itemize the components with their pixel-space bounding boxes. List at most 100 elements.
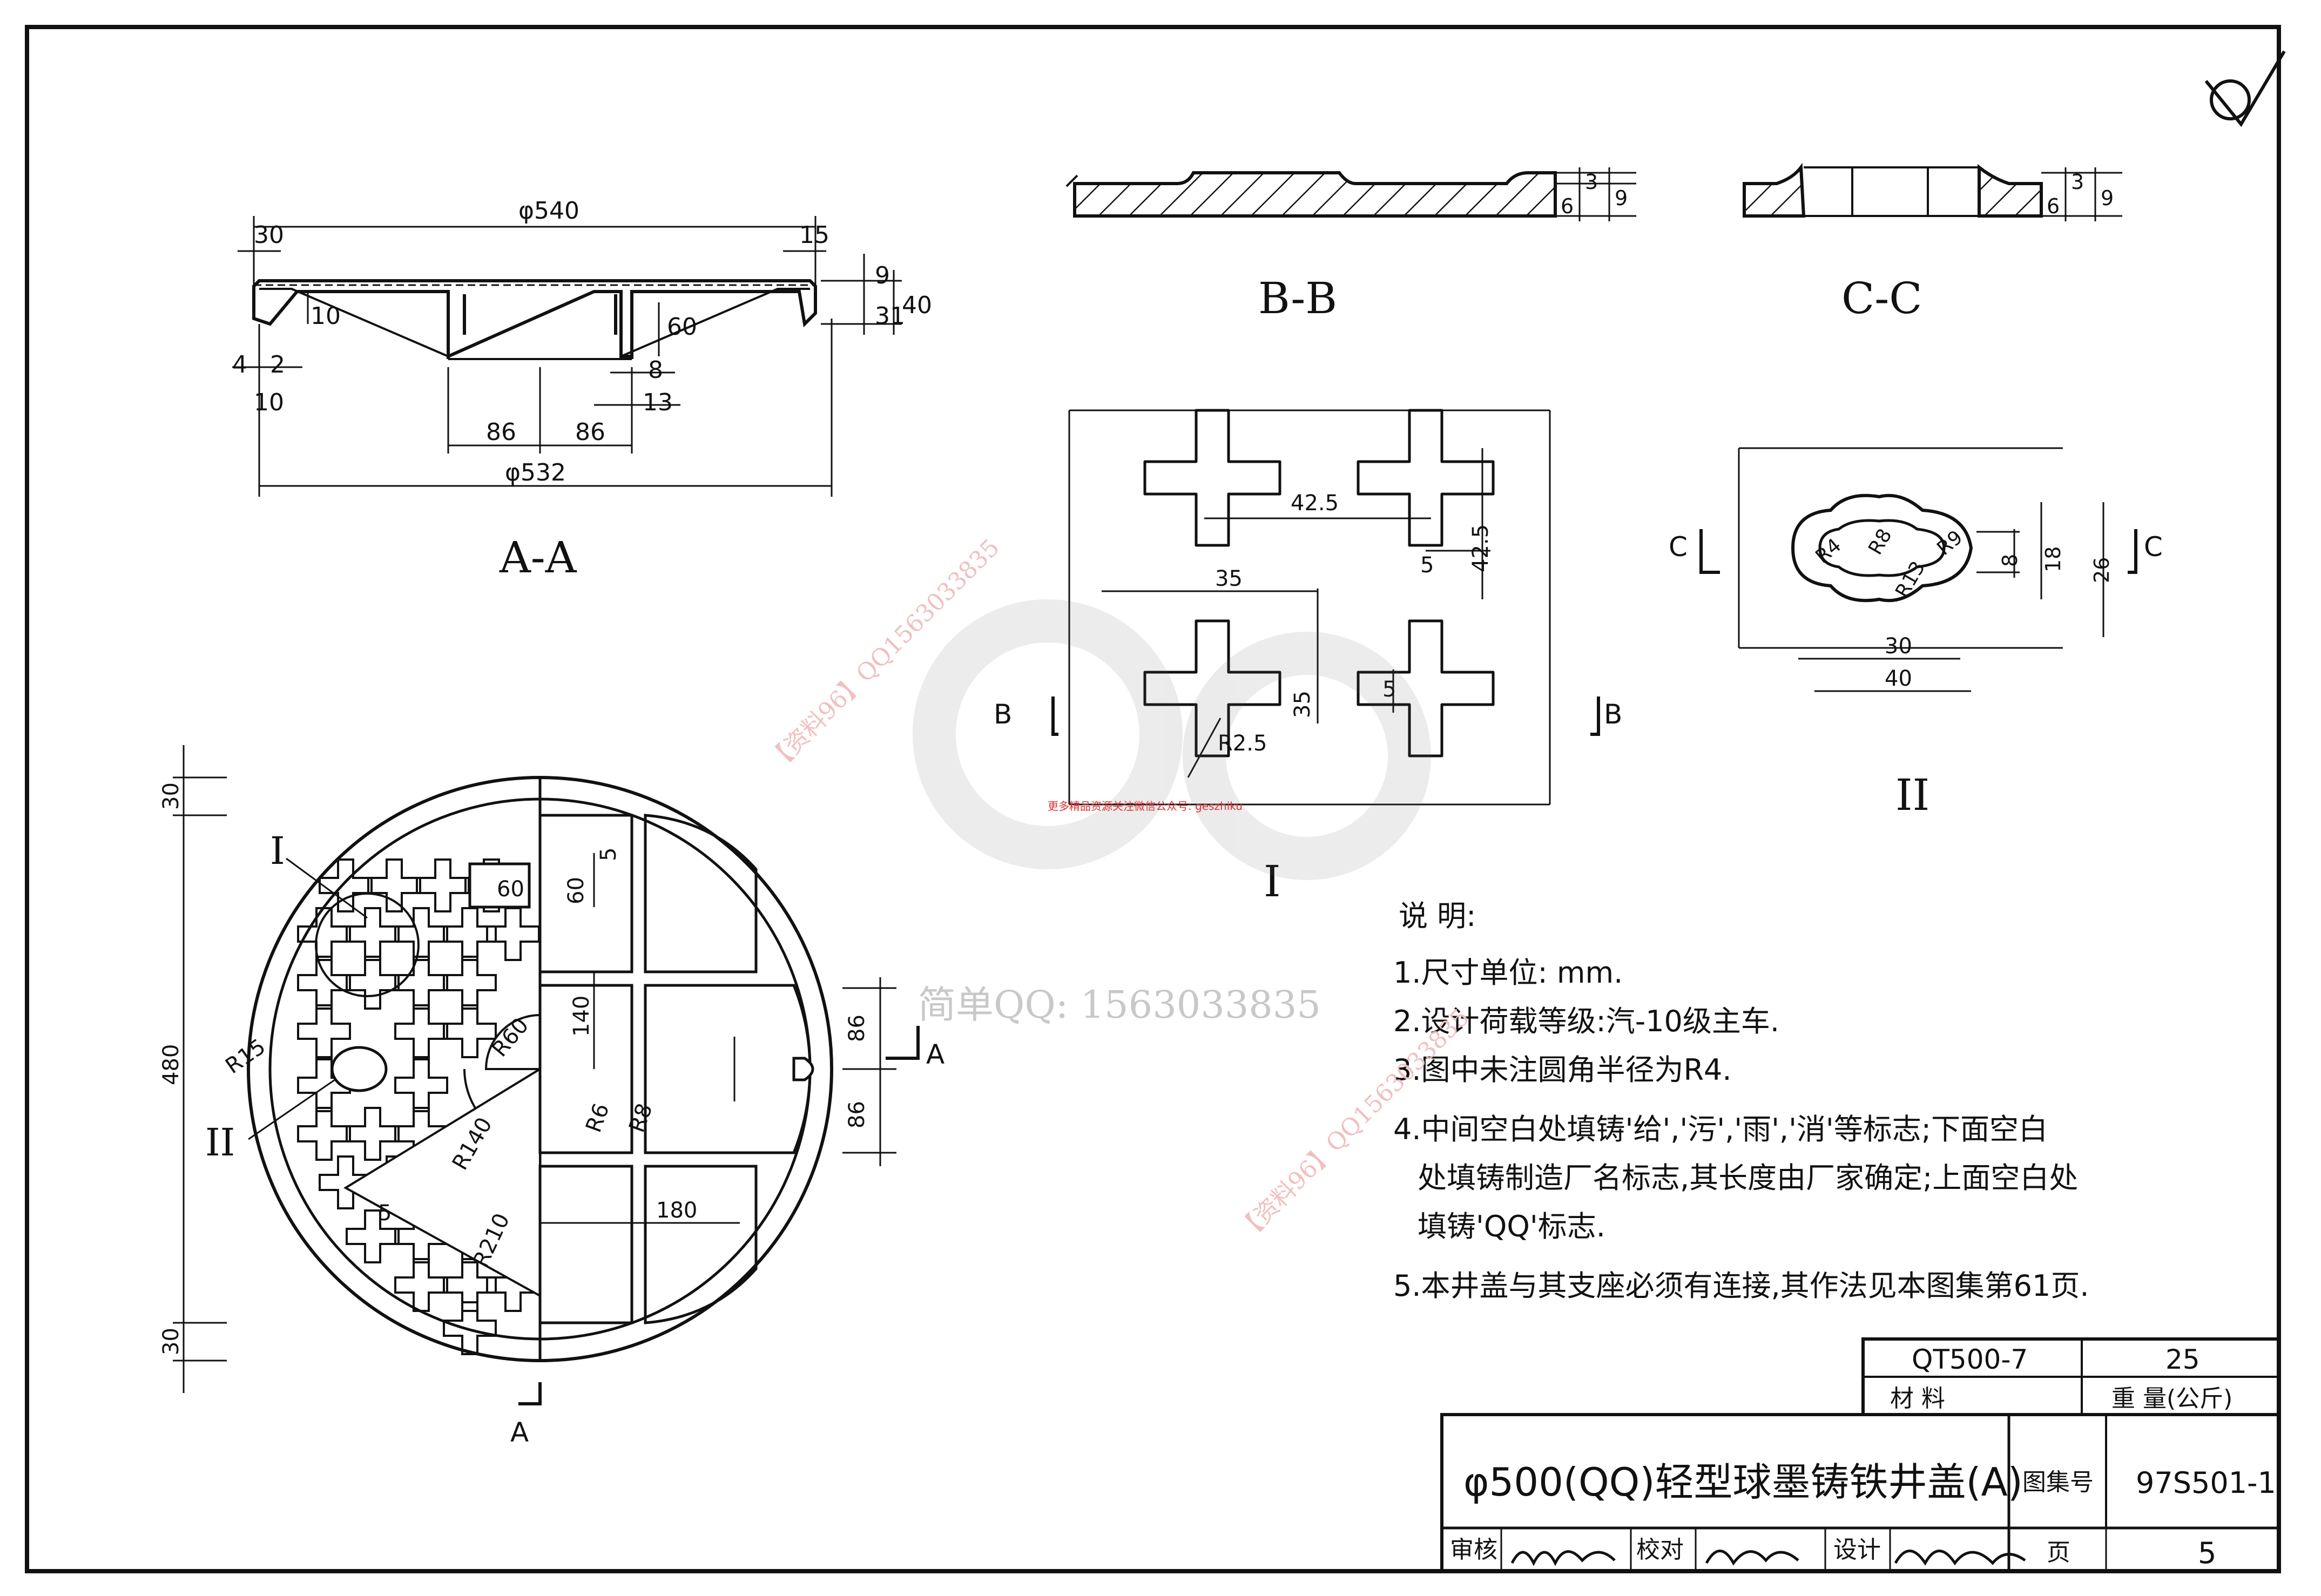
dim-d540: φ540 <box>518 197 579 225</box>
plan-r8: R8 <box>624 1100 657 1136</box>
mark-b-right: B <box>1604 699 1622 730</box>
d1-w5b: 5 <box>1382 677 1396 702</box>
tb-title: φ500(QQ)轻型球墨铸铁井盖(A) <box>1463 1459 2023 1505</box>
dim-w10: 10 <box>254 389 284 416</box>
dim-h60: 60 <box>667 313 697 341</box>
plan-h480: 480 <box>159 1044 184 1085</box>
plan-h86a: 86 <box>845 1015 869 1042</box>
notes-heading: 说 明: <box>1399 899 1476 933</box>
note-3: 3.图中未注圆角半径为R4. <box>1393 1053 1732 1087</box>
tb-review: 审核 <box>1450 1536 1497 1564</box>
d1-w5a: 5 <box>1420 553 1434 578</box>
plan-h140: 140 <box>569 996 594 1037</box>
d2-w40: 40 <box>1885 666 1912 691</box>
note-4b: 处填铸制造厂名标志,其长度由厂家确定;上面空白处 <box>1418 1161 2078 1195</box>
watermark-logo <box>913 599 1431 880</box>
dim-w8: 8 <box>648 356 663 384</box>
title-block <box>1440 1337 2280 1573</box>
plan-sec-a-top: A <box>926 1039 944 1070</box>
dim-w13: 13 <box>643 389 673 416</box>
dim-w86a: 86 <box>486 418 516 446</box>
sheet-frame <box>25 25 2281 1573</box>
d1-w35: 35 <box>1215 566 1243 591</box>
plan-view <box>173 745 920 1405</box>
plan-r15: R15 <box>221 1034 270 1079</box>
label-detail-ii: II <box>1895 770 1929 820</box>
dim-h10: 10 <box>311 302 341 330</box>
signature-designer <box>1894 1550 2026 1566</box>
section-mark-b-left <box>1051 696 1058 736</box>
d2-h18: 18 <box>2041 546 2065 572</box>
note-1: 1.尺寸单位: mm. <box>1393 956 1623 990</box>
bb-h3: 3 <box>1585 170 1598 194</box>
d2-r8: R8 <box>1864 525 1896 558</box>
label-section-aa: A-A <box>499 532 577 583</box>
d1-h35: 35 <box>1290 691 1315 718</box>
tb-weight-label: 重 量(公斤) <box>2111 1385 2232 1412</box>
bb-h9: 9 <box>1615 186 1628 210</box>
d1-w42: 42.5 <box>1291 491 1339 516</box>
tb-atlas-no: 97S501-1 <box>2136 1466 2276 1500</box>
detail-i-view <box>1068 410 1551 806</box>
d1-r25: R2.5 <box>1218 731 1267 756</box>
detail-ii-view <box>1738 447 2104 692</box>
plan-h86b: 86 <box>845 1101 869 1128</box>
dim-w4: 4 <box>232 351 247 378</box>
dim-h40: 40 <box>902 292 932 319</box>
d2-w30: 30 <box>1885 634 1912 659</box>
plan-w60: 60 <box>497 877 524 902</box>
tb-atlas-label: 图集号 <box>2022 1469 2094 1496</box>
note-4a: 4.中间空白处填铸'给','污','雨','消'等标志;下面空白 <box>1393 1112 2048 1146</box>
watermark-small: 更多精品资源关注微信公众号: geszhiku <box>1048 800 1243 813</box>
label-section-bb: B-B <box>1258 273 1337 323</box>
dim-h31: 31 <box>875 302 905 330</box>
section-aa-view <box>232 216 902 497</box>
signature-checker <box>1705 1550 1799 1566</box>
dim-w15: 15 <box>799 221 829 249</box>
dim-w86b: 86 <box>575 418 605 446</box>
d2-h26: 26 <box>2090 557 2114 583</box>
label-detail-i: I <box>1264 856 1281 907</box>
plan-h5: 5 <box>596 848 621 861</box>
mark-c-right: C <box>2144 531 2163 563</box>
signature-reviewer <box>1510 1550 1616 1566</box>
plan-label-i: I <box>270 829 285 873</box>
cc-h3: 3 <box>2071 170 2084 194</box>
plan-h60: 60 <box>564 877 589 904</box>
tb-check: 校对 <box>1636 1536 1684 1564</box>
note-2: 2.设计荷载等级:汽-10级主车. <box>1393 1004 1779 1038</box>
tb-page-label: 页 <box>2047 1539 2070 1566</box>
section-mark-c-left <box>1699 529 1720 574</box>
cc-h9: 9 <box>2101 186 2114 210</box>
d2-r9: R9 <box>1933 526 1967 560</box>
plan-sec-a-bot: A <box>510 1417 529 1448</box>
dim-d532: φ532 <box>505 459 566 486</box>
roughness-symbol <box>2204 50 2286 127</box>
tb-material-label: 材 料 <box>1890 1385 1945 1412</box>
plan-label-ii: II <box>205 1120 235 1165</box>
d2-r13: R13 <box>1891 558 1929 602</box>
mark-c-left: C <box>1669 531 1688 563</box>
d1-h42: 42.5 <box>1468 524 1493 572</box>
plan-h30b: 30 <box>159 1328 184 1355</box>
plan-w5: 5 <box>378 1201 392 1226</box>
watermark-qq: 简单QQ: 1563033835 <box>918 983 1321 1027</box>
plan-r6: R6 <box>581 1100 614 1136</box>
tb-weight: 25 <box>2165 1344 2200 1375</box>
tb-design: 设计 <box>1833 1536 1881 1564</box>
bb-h6: 6 <box>1561 194 1574 218</box>
section-mark-b-right <box>1590 696 1600 736</box>
note-5: 5.本井盖与其支座必须有连接,其作法见本图集第61页. <box>1393 1269 2089 1303</box>
label-section-cc: C-C <box>1841 273 1922 323</box>
dim-h9: 9 <box>875 262 890 289</box>
d2-r4: R4 <box>1811 535 1845 568</box>
dim-w30: 30 <box>254 221 284 249</box>
tb-page-no: 5 <box>2198 1536 2216 1570</box>
mark-b-left: B <box>994 699 1012 730</box>
d2-h8: 8 <box>1998 554 2022 567</box>
tb-material: QT500-7 <box>1912 1344 2028 1375</box>
plan-h30a: 30 <box>159 782 184 810</box>
section-cc-view <box>1743 163 2122 221</box>
dim-w2: 2 <box>270 351 285 378</box>
